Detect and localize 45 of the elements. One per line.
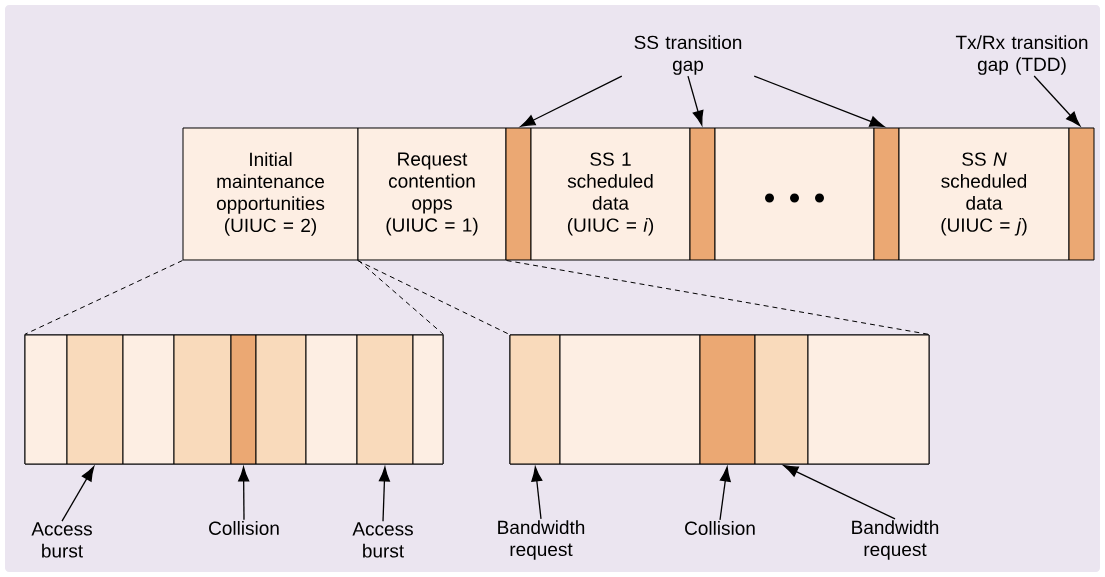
slot-bar: [173, 334, 232, 465]
slot-bar: [122, 334, 175, 465]
zoom-line: [24, 260, 183, 335]
callout-label: Access burst: [31, 522, 92, 558]
callout-label: Bandwidth request: [852, 520, 939, 560]
arrow: [719, 466, 731, 521]
zoom-line: [357, 260, 510, 335]
slot-bar: [873, 127, 900, 261]
arrow: [687, 75, 704, 126]
slot-bar: [699, 334, 756, 465]
slot-bar: [66, 334, 124, 465]
slot-bar: [24, 334, 68, 465]
slot-bar: [230, 334, 257, 465]
zoom-line: [506, 260, 930, 335]
slot-bar: [754, 334, 809, 465]
arrow: [531, 466, 543, 520]
slot-bar: [505, 127, 532, 261]
arrow: [378, 466, 390, 522]
slot-bar: [559, 334, 701, 465]
slot-bar: [255, 334, 307, 465]
time-slot-box: SS N scheduled data (UIUC = j): [898, 127, 1070, 261]
callout-label: SS transition gap: [634, 35, 742, 75]
slot-bar: [412, 334, 444, 465]
zoom-line: [358, 260, 444, 335]
callout-label: Tx/Rx transition gap (TDD): [955, 35, 1088, 75]
callout-label: Access burst: [352, 522, 413, 558]
arrow: [238, 466, 250, 521]
slot-bar: [807, 334, 930, 465]
slot-bar: [1068, 127, 1095, 261]
slot-bar: [714, 127, 875, 261]
slot-bar: [356, 334, 414, 465]
arrow: [753, 75, 885, 128]
slot-bar: [689, 127, 716, 261]
time-slot-box: Request contention opps (UIUC = 1): [357, 127, 507, 261]
arrow: [1033, 75, 1081, 127]
arrow: [520, 75, 623, 127]
arrow: [61, 466, 95, 522]
slot-bar: [305, 334, 358, 465]
callout-label: Collision: [685, 521, 755, 535]
slot-bar: [509, 334, 561, 465]
time-slot-box: Initial maintenance opportunities (UIUC = 2): [182, 127, 359, 261]
arrow: [783, 465, 896, 520]
callout-label: Collision: [209, 521, 279, 535]
callout-label: Bandwidth request: [498, 520, 585, 560]
time-slot-box: SS 1 scheduled data (UIUC = i): [530, 127, 691, 261]
